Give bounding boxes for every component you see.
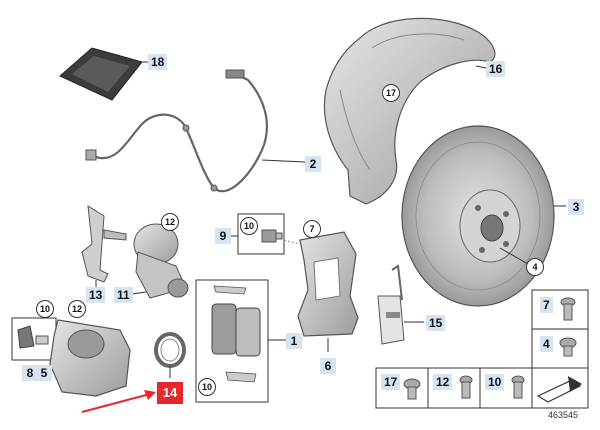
label-16[interactable]: 16 — [486, 61, 506, 77]
label-6[interactable]: 6 — [320, 358, 336, 374]
label-13[interactable]: 13 — [86, 287, 106, 303]
legend-label-7[interactable]: 7 — [540, 297, 553, 313]
part-14-seal-ring — [154, 332, 186, 378]
part-2-wear-sensor — [85, 69, 306, 193]
part-16-dust-shield — [323, 17, 496, 205]
part-3-brake-disc — [401, 125, 566, 307]
label-12b-circle[interactable]: 12 — [68, 300, 86, 318]
legend-label-10[interactable]: 10 — [485, 374, 505, 390]
label-7-circle[interactable]: 7 — [303, 220, 321, 238]
legend-label-17[interactable]: 17 — [381, 374, 401, 390]
label-4-circle[interactable]: 4 — [526, 258, 544, 276]
part-15-spring-clip — [377, 264, 424, 345]
label-3[interactable]: 3 — [568, 199, 584, 215]
label-17-circle[interactable]: 17 — [382, 84, 400, 102]
label-5[interactable]: 5 — [36, 365, 52, 381]
part-5-caliper-housing — [11, 317, 131, 397]
label-10b-circle[interactable]: 10 — [36, 300, 54, 318]
label-18[interactable]: 18 — [148, 54, 168, 70]
label-1[interactable]: 1 — [286, 333, 302, 349]
label-2[interactable]: 2 — [305, 156, 321, 172]
part-11-motor — [131, 223, 189, 299]
label-9[interactable]: 9 — [215, 228, 231, 244]
diagram-id: 463545 — [548, 410, 579, 420]
label-15[interactable]: 15 — [426, 315, 446, 331]
part-13-bracket — [81, 205, 127, 288]
label-12-circle[interactable]: 12 — [161, 213, 179, 231]
part-9-bolt-set — [228, 213, 301, 255]
label-8[interactable]: 8 — [22, 365, 38, 381]
legend-grid — [375, 289, 589, 409]
part-18-pad-sheet — [59, 47, 150, 101]
label-11[interactable]: 11 — [114, 287, 133, 303]
label-14-highlight[interactable]: 14 — [157, 382, 183, 404]
legend-label-12[interactable]: 12 — [433, 374, 453, 390]
highlight-arrow — [81, 390, 156, 413]
legend-icons — [403, 297, 582, 403]
part-6-caliper-carrier — [297, 231, 359, 352]
part-1-pad-set — [195, 279, 286, 403]
legend-label-4[interactable]: 4 — [540, 336, 553, 352]
label-10-circle[interactable]: 10 — [240, 217, 258, 235]
label-10c-circle[interactable]: 10 — [198, 378, 216, 396]
